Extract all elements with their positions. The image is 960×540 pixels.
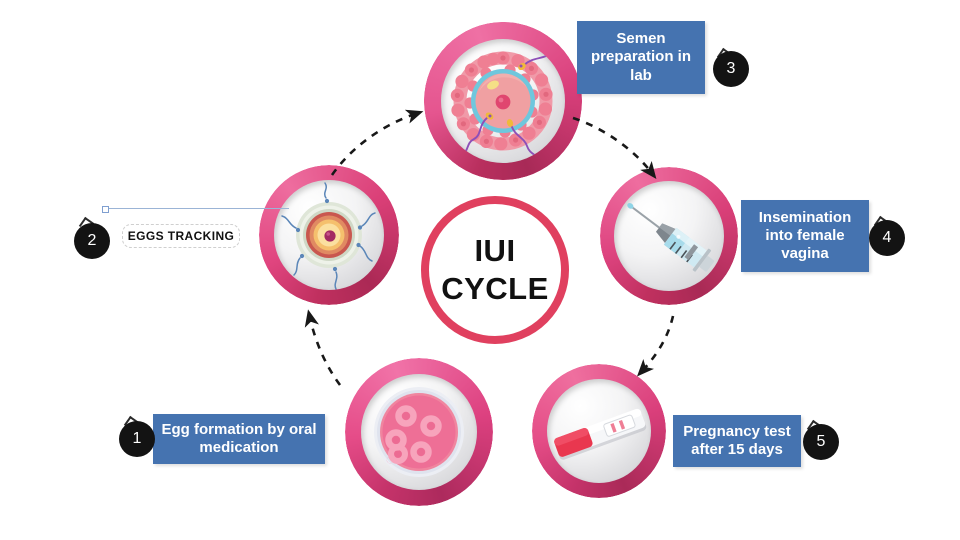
step-3-number: 3 [726,60,736,77]
step-2-number: 2 [87,232,97,249]
selection-guide-line [104,208,289,209]
step-1-label[interactable]: Egg formation by oral medication [153,414,325,464]
syringe-insemination-image [614,181,724,291]
arrow-egg-formation-to-eggs-tracking [304,309,342,386]
step-3-badge[interactable]: 3 [713,51,749,87]
step-5-label[interactable]: Pregnancy test after 15 days [673,415,801,467]
step-4-label[interactable]: Insemination into female vagina [741,200,869,272]
step-2-image-circle[interactable] [259,165,399,305]
step-3-image-circle[interactable] [424,22,582,180]
step-1-image-circle[interactable] [345,358,493,506]
step-5-badge[interactable]: 5 [803,424,839,460]
pregnancy-test-strip-image [547,379,651,483]
step-5-label-text: Pregnancy test after 15 days [683,422,791,458]
arrow-semen-prep-to-insemination [572,116,657,179]
step-4-image-circle[interactable] [600,167,738,305]
step-5-number: 5 [816,433,826,450]
step-4-number: 4 [882,229,892,246]
step-2-label-text: EGGS TRACKING [127,229,235,243]
step-5-image-circle[interactable] [532,364,666,498]
step-2-label[interactable]: EGGS TRACKING [122,224,240,248]
page-title-line-2: CYCLE [441,271,549,306]
center-hub: IUI CYCLE [421,196,569,344]
page-title-line-1: IUI [474,233,516,269]
step-1-badge[interactable]: 1 [119,421,155,457]
ovary-with-follicles-image [361,374,477,490]
step-4-badge[interactable]: 4 [869,220,905,256]
step-4-label-text: Insemination into female vagina [758,208,852,263]
step-1-number: 1 [132,430,142,447]
step-3-label-text: Semen preparation in lab [590,30,691,84]
ovum-egg-cell-image [274,180,384,290]
step-2-badge[interactable]: 2 [74,223,110,259]
egg-with-sperm-fertilization-image [441,39,565,163]
step-3-label[interactable]: Semen preparation in lab [577,21,705,94]
step-1-label-text: Egg formation by oral medication [161,420,317,456]
arrow-insemination-to-pregnancy-test [636,315,675,377]
selection-handle[interactable] [102,206,109,213]
